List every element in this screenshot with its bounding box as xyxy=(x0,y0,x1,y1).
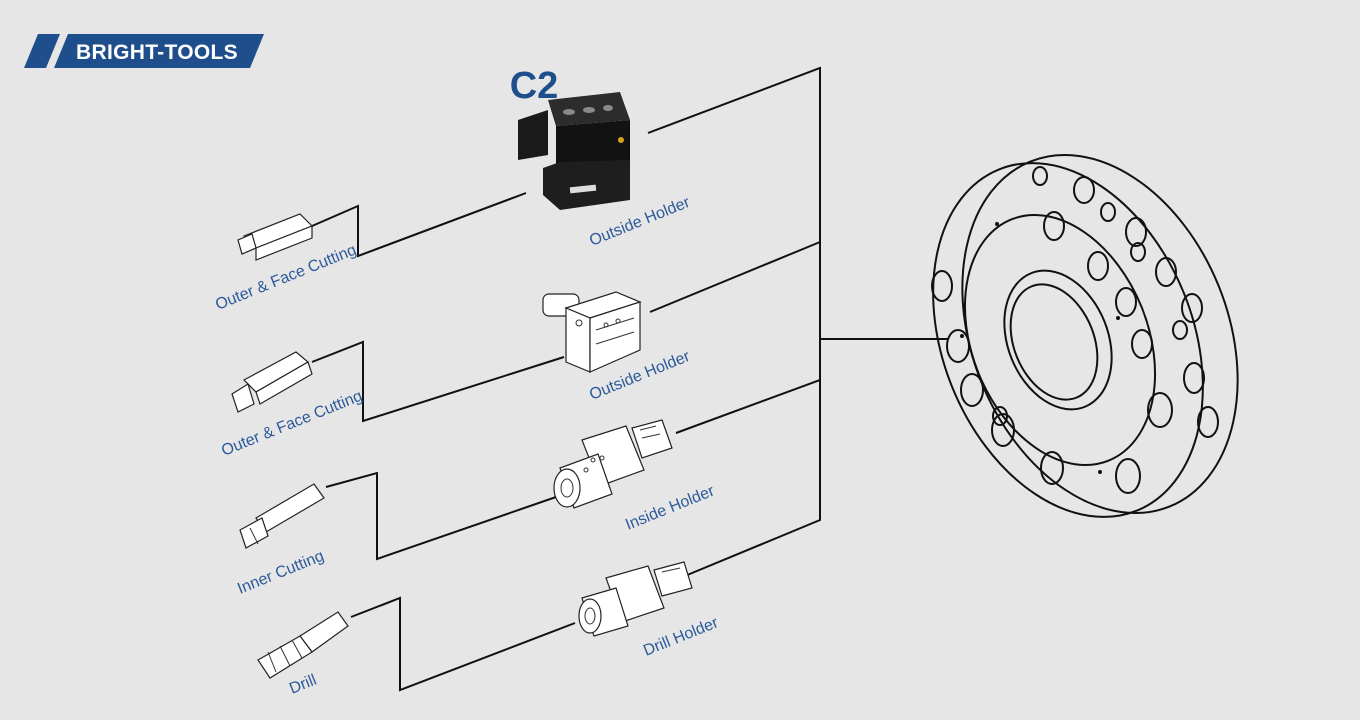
brand-logo: BRIGHT-TOOLS xyxy=(24,34,264,68)
connector-lines xyxy=(311,66,948,692)
logo-banner xyxy=(54,34,264,68)
link-tool-1 xyxy=(311,192,527,258)
angled-shank-tool-icon xyxy=(231,351,313,413)
holder-label-4: Drill Holder xyxy=(641,614,721,660)
brand-name: BRIGHT-TOOLS xyxy=(76,41,238,64)
logo-stripe xyxy=(24,34,60,68)
trunk-line-top xyxy=(647,66,821,579)
link-tool-2 xyxy=(311,340,565,423)
vdi-e-holder-icon xyxy=(553,419,673,509)
link-tool-3 xyxy=(325,471,557,561)
vdi-b-holder-icon xyxy=(542,291,642,373)
drill-holder-icon xyxy=(578,561,693,637)
link-tool-4 xyxy=(350,596,576,692)
tool-label-3: Inner Cutting xyxy=(235,548,326,598)
branch-inside-holder xyxy=(675,379,821,434)
tool-label-1: Outer & Face Cutting xyxy=(213,242,359,314)
tool-label-4: Drill xyxy=(287,672,319,698)
boring-bar-icon xyxy=(239,483,325,549)
drill-bit-icon xyxy=(257,611,349,679)
vdi-c2-photo xyxy=(518,92,630,210)
turret-disc-icon xyxy=(931,154,1239,518)
square-shank-tool-icon xyxy=(237,213,314,261)
branch-outside-holder-2 xyxy=(649,241,821,313)
holder-label-3: Inside Holder xyxy=(623,482,717,533)
